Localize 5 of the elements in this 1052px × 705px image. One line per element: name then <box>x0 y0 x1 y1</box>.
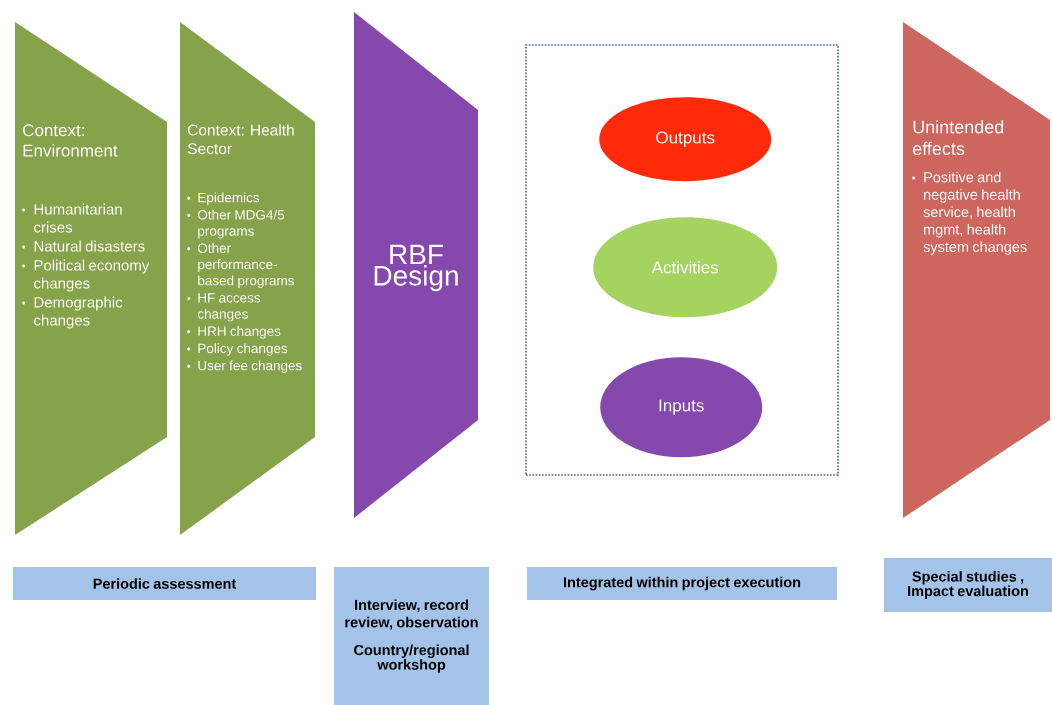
dotted-frame <box>525 44 839 476</box>
label-box: Periodic assessment <box>13 567 316 600</box>
label-box: Interview, record review, observation Country/regional workshop <box>334 567 489 705</box>
label-box: Special studies , Impact evaluation <box>884 558 1052 612</box>
label-box: Integrated within project execution <box>527 567 837 600</box>
